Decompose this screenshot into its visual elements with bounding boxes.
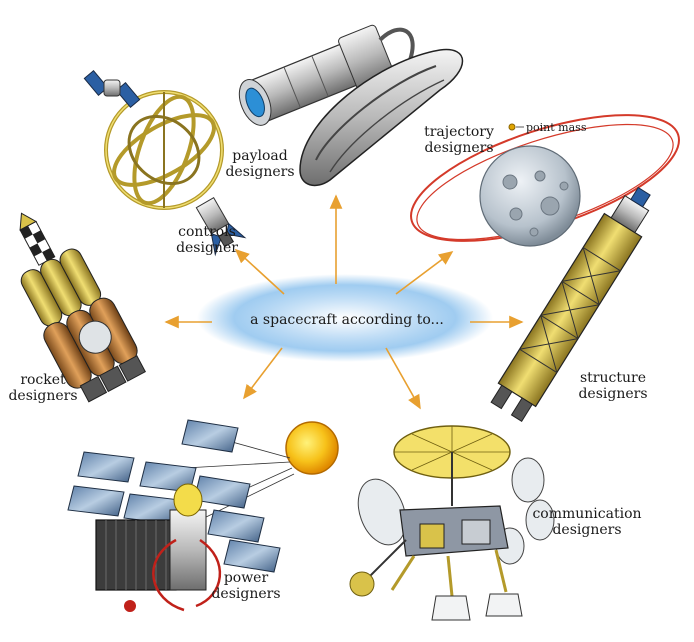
arrow-to-communication [385,347,421,410]
label-rocket-designers: rocket designers [6,372,80,404]
label-line: designers [8,388,78,404]
label-line: rocket [20,372,66,388]
payload-telescope-icon [238,24,464,187]
arrow-to-trajectory [395,251,454,295]
label-controls-designer: controls designer [162,224,252,256]
arrow-to-power [243,347,283,400]
label-line: payload [232,148,288,164]
rocket-stack-icon [19,212,146,403]
label-trajectory-designers: trajectory designers [414,124,504,156]
orbit-planet-icon [410,114,680,247]
label-line: communication [532,506,642,522]
label-line: structure [580,370,646,386]
label-line: controls [178,224,236,240]
point-mass-label: point mass [526,121,587,134]
label-line: designers [552,522,622,538]
solar-array-icon [67,419,339,612]
label-structure-designers: structure designers [568,370,658,402]
label-line: designers [424,140,494,156]
label-line: designers [211,586,281,602]
label-power-designers: power designers [206,570,286,602]
label-line: designers [578,386,648,402]
truss-structure-icon [490,186,651,422]
label-line: power [223,570,269,586]
gimbal-satellite-icon [83,70,247,257]
label-communication-designers: communication designers [528,506,646,538]
arrows [164,194,524,410]
label-line: trajectory [424,124,494,140]
label-line: designer [176,240,238,256]
label-payload-designers: payload designers [218,148,302,180]
center-label: a spacecraft according to... [250,312,444,328]
center-cloud [197,274,493,362]
arrow-to-controls [234,248,285,295]
label-line: designers [225,164,295,180]
antenna-lander-icon [349,425,555,621]
